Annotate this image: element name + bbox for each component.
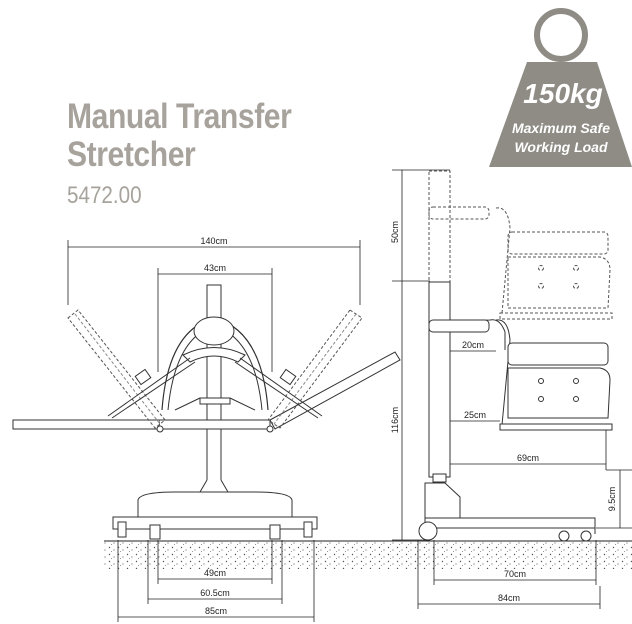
badge-line-2: Working Load: [514, 139, 608, 155]
dim-seat-gap: 20cm: [462, 340, 484, 350]
front-wheel-right: [269, 524, 281, 540]
title-line-2: Stretcher: [67, 135, 196, 174]
title-line-1: Manual Transfer: [67, 97, 292, 136]
dim-lower-height: 116cm: [390, 407, 400, 433]
dim-base-outer: 85cm: [205, 606, 227, 616]
side-mast-raised: [428, 170, 451, 283]
front-mast: [206, 284, 222, 484]
seat-lower: [507, 342, 609, 366]
dim-base-length: 70cm: [504, 569, 526, 579]
side-base: [424, 517, 596, 529]
dim-width-total: 140cm: [200, 236, 227, 246]
dim-seat-depth: 25cm: [464, 410, 486, 420]
side-wheel-rear: [418, 521, 438, 541]
page-title: Manual Transfer Stretcher: [67, 97, 292, 174]
front-dimensions: [67, 240, 361, 622]
dim-base-mid: 60.5cm: [200, 588, 230, 598]
front-view: [12, 284, 401, 540]
product-code: 5472.00: [67, 182, 142, 209]
hook-ring-icon: [534, 8, 588, 62]
badge-line-1: Maximum Safe: [512, 120, 610, 136]
front-wheel-left: [149, 524, 161, 540]
weight-icon: [489, 62, 632, 167]
side-mast: [428, 281, 451, 478]
badge-weight: 150kg: [523, 78, 602, 109]
side-view: [418, 170, 613, 542]
dim-base-total: 84cm: [498, 593, 520, 603]
dim-ground-clear: 9.5cm: [607, 487, 617, 512]
dim-reach: 69cm: [517, 453, 539, 463]
front-base: [137, 491, 293, 521]
load-badge: 150kg Maximum Safe Working Load: [489, 8, 632, 167]
side-dimensions: [392, 169, 632, 609]
dim-width-inner: 43cm: [204, 263, 226, 273]
dim-upper-height: 50cm: [390, 221, 400, 243]
ground: [104, 540, 632, 569]
dim-base-inner: 49cm: [204, 568, 226, 578]
